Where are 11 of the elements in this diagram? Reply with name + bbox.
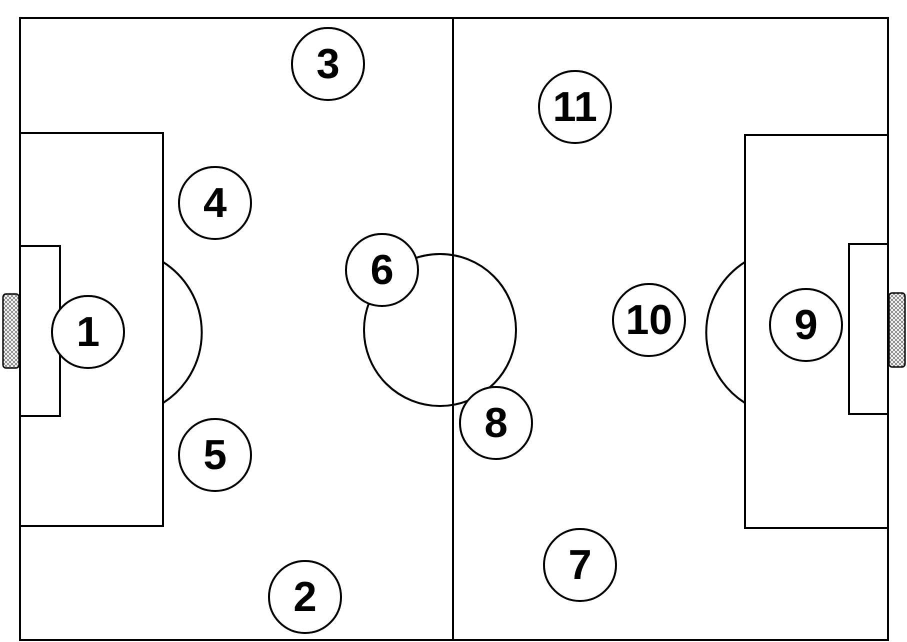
player-number-circle: 3 [291, 27, 365, 101]
player-number-circle: 1 [51, 295, 125, 369]
player-number-circle: 4 [178, 166, 252, 240]
player-number-circle: 2 [268, 560, 342, 634]
player-number-circle: 8 [459, 386, 533, 460]
player-number-circle: 7 [543, 528, 617, 602]
player-number-circle: 5 [178, 418, 252, 492]
player-number-circle: 10 [612, 283, 686, 357]
player-number-circle: 11 [538, 70, 612, 144]
player-number-circle: 6 [345, 233, 419, 307]
player-number-circle: 9 [769, 288, 843, 362]
